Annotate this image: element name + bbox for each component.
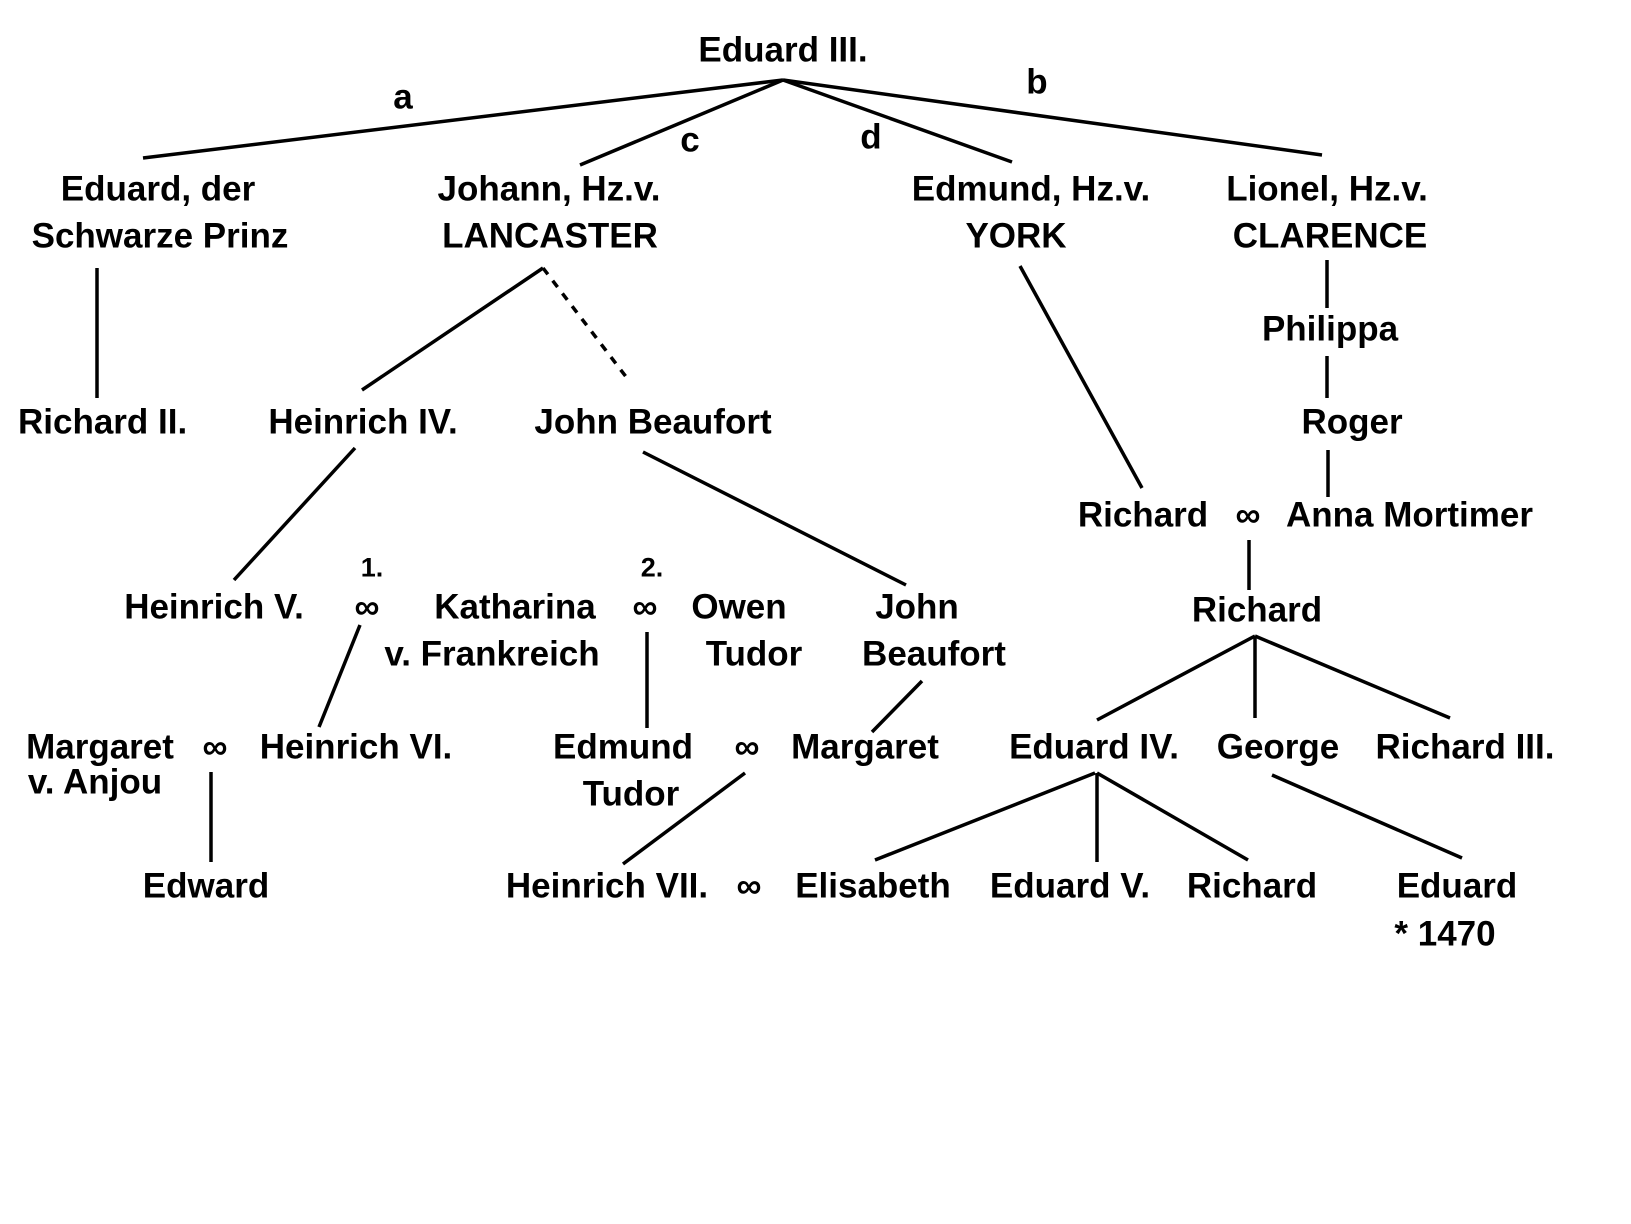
edge-m4-heinrich7 [621,771,747,866]
node-edmund-york-2: YORK [965,216,1067,256]
node-johann-2: LANCASTER [442,216,658,256]
branch-label-c: c [680,120,700,160]
edge-heinrich4-heinrich5 [232,446,357,582]
marriage-number-2: 2. [640,552,664,583]
node-roger: Roger [1301,402,1403,442]
node-johann: Johann, Hz.v. [437,169,661,209]
node-margaret-beaufort: Margaret [791,727,939,767]
node-heinrich-vii: Heinrich VII. [505,866,709,906]
node-heinrich-vi: Heinrich VI. [259,727,453,767]
node-eduard-schwarze-prinz: Eduard, der [60,169,256,209]
node-eduard-schwarze-prinz-2: Schwarze Prinz [31,216,289,256]
marriage-symbol: ∞ [202,727,228,767]
node-heinrich-iv: Heinrich IV. [268,402,458,442]
node-richard-shrewsbury: Richard [1186,866,1318,906]
edge-root-johann [579,78,784,167]
node-owen-tudor-2: Tudor [705,634,803,674]
marriage-symbol: ∞ [1235,495,1261,535]
edge-johann-beaufort-dashed [541,266,632,384]
edge-root-eduard [142,78,784,160]
node-edmund-tudor-2: Tudor [582,774,680,814]
node-john-beaufort: John Beaufort [534,402,772,442]
node-philippa: Philippa [1261,309,1399,349]
edge-root-lionel [782,78,1323,157]
node-edmund-york: Edmund, Hz.v. [911,169,1151,209]
edge-richard-eduard4 [1096,634,1256,722]
node-richard-york: Richard [1191,590,1323,630]
edge-george-eduard [1271,773,1463,860]
marriage-number-1: 1. [360,552,384,583]
edge-root-edmund [782,78,1013,164]
node-elisabeth: Elisabeth [795,866,951,906]
node-richard-cambridge: Richard [1077,495,1209,535]
edge-richard-richard3 [1254,634,1451,720]
node-john-beaufort-jr-2: Beaufort [862,634,1006,674]
node-anna-mortimer: Anna Mortimer [1286,495,1533,535]
node-richard-iii: Richard III. [1375,727,1555,767]
node-margaret-anjou-2: v. Anjou [27,762,163,802]
marriage-symbol: ∞ [354,587,380,627]
branch-label-d: d [860,117,882,157]
edge-john-margaret [870,679,924,734]
node-eduard-iii: Eduard III. [698,30,868,70]
node-eduard-v: Eduard V. [989,866,1151,906]
edge-beaufort-john [642,450,907,587]
branch-label-b: b [1026,62,1048,102]
node-richard-ii: Richard II. [18,402,188,442]
node-george: George [1216,727,1340,767]
branch-label-a: a [393,77,413,117]
node-owen-tudor: Owen [691,587,787,627]
marriage-symbol: ∞ [632,587,658,627]
edge-m1-heinrich6 [317,624,362,728]
marriage-symbol: ∞ [736,866,762,906]
edge-eduard4-elisabeth [874,771,1096,862]
node-john-beaufort-jr: John [875,587,959,627]
marriage-symbol: ∞ [734,727,760,767]
node-eduard-iv: Eduard IV. [1009,727,1179,767]
node-heinrich-v: Heinrich V. [124,587,304,627]
birth-year: * 1470 [1394,914,1496,954]
node-lionel: Lionel, Hz.v. [1226,169,1428,209]
node-katharina-2: v. Frankreich [384,634,600,674]
node-katharina: Katharina [434,587,596,627]
edge-eduard4-richard [1096,771,1249,862]
edge-edmund-richard [1018,265,1144,489]
node-edmund-tudor: Edmund [553,727,693,767]
node-edward: Edward [142,866,270,906]
edge-johann-heinrich4 [361,266,544,392]
node-eduard-warwick: Eduard [1396,866,1518,906]
node-margaret-anjou: Margaret [26,727,174,767]
node-lionel-2: CLARENCE [1232,216,1428,256]
